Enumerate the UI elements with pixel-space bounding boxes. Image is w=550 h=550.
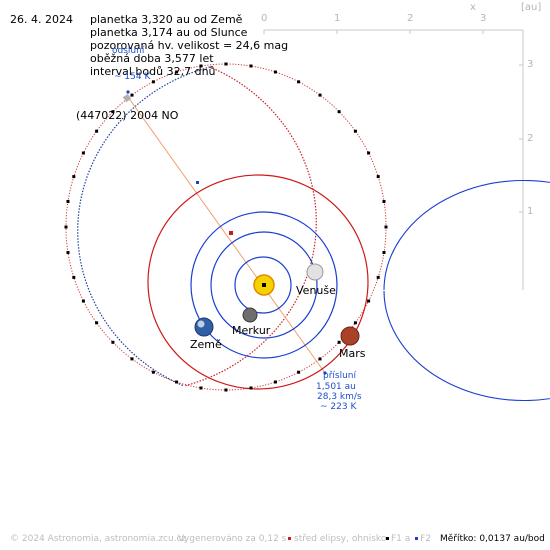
mercury-orbit: [234, 256, 292, 314]
focus2-marker-icon: [415, 537, 419, 540]
legend-center: střed elipsy, ohnisko: [288, 534, 386, 544]
orbit-point: [384, 225, 388, 229]
asteroid-orbit-near: [183, 66, 317, 387]
perihelion-temperature: ~ 223 K: [320, 402, 357, 412]
info-interval: interval bodů 32,7 dnů: [90, 65, 216, 78]
mars-label: Mars: [339, 347, 366, 360]
orbit-point: [249, 64, 253, 68]
focus1-marker-icon: [386, 537, 389, 540]
orbit-point: [353, 321, 357, 325]
mars-icon: [340, 326, 360, 346]
orbit-point: [376, 275, 380, 279]
orbit-point: [199, 386, 203, 390]
center-marker-icon: [288, 537, 291, 540]
x-axis-label: x: [470, 2, 476, 13]
earth-orbit: [190, 211, 338, 359]
orbit-point: [66, 251, 70, 254]
mars-orbit: [147, 174, 369, 390]
venus-orbit: [210, 231, 318, 339]
orbit-point: [224, 62, 228, 66]
venus-icon: [306, 263, 324, 281]
apsidal-line: [127, 96, 326, 374]
y-tick-2: 2: [527, 133, 534, 144]
orbit-interval-points: [64, 62, 388, 392]
info-distance-sun: planetka 3,174 au od Slunce: [90, 26, 248, 39]
asteroid-name: (447022) 2004 NO: [76, 109, 179, 122]
orbit-point: [273, 380, 277, 384]
legend-foci: F1 a F2: [386, 534, 431, 544]
info-distance-earth: planetka 3,320 au od Země: [90, 13, 243, 26]
focus-marker: [196, 181, 199, 184]
orbit-point: [367, 151, 371, 155]
perihelion-distance: 1,501 au: [316, 382, 356, 392]
orbit-point: [353, 129, 357, 133]
orbit-point: [318, 93, 322, 97]
outer-blue-orbit: [383, 180, 550, 401]
x-tick-1: 1: [334, 13, 341, 24]
ellipse-center-marker: [229, 231, 233, 235]
orbit-point: [95, 129, 99, 133]
mercury-label: Merkur: [232, 324, 271, 337]
aphelion-temperature: ~ 154 K: [114, 72, 151, 82]
orbit-point: [66, 200, 70, 203]
y-tick-3: 3: [527, 59, 534, 70]
x-tick-2: 2: [407, 13, 414, 24]
venus-label: Venuše: [296, 284, 336, 297]
asteroid-icon: [122, 93, 132, 103]
info-magnitude: pozorovaná hv. velikost = 24,6 mag: [90, 39, 289, 52]
scale-label: Měřítko: 0,0137 au/bod: [440, 534, 545, 544]
orbit-point: [175, 380, 179, 384]
orbit-point: [382, 251, 386, 254]
orbit-point: [249, 386, 253, 390]
perihelion-velocity: 28,3 km/s: [317, 392, 362, 402]
orbit-point: [111, 110, 115, 114]
orbit-point: [64, 225, 68, 229]
orbit-point: [72, 175, 76, 179]
orbit-point: [382, 200, 386, 203]
orbit-point: [81, 299, 85, 303]
orbit-point: [72, 275, 76, 279]
perihelion-label: přísluní: [323, 371, 357, 381]
generated-time: Vygenerováno za 0,12 s: [178, 534, 287, 544]
orbit-point: [376, 175, 380, 179]
orbit-point: [297, 370, 301, 374]
x-tick-3: 3: [480, 13, 487, 24]
info-period: oběžná doba 3,577 let: [90, 52, 214, 65]
orbit-point: [337, 110, 341, 114]
orbit-point: [81, 151, 85, 155]
axis-ticks: [263, 30, 523, 213]
orbit-point: [318, 357, 322, 361]
orbit-point: [297, 80, 301, 84]
orbit-point: [151, 80, 155, 84]
orbit-point: [224, 388, 228, 392]
orbit-point: [367, 299, 371, 303]
orbit-point: [151, 370, 155, 374]
y-tick-1: 1: [527, 206, 534, 217]
copyright-link[interactable]: © 2024 Astronomia, astronomia.zcu.cz: [10, 534, 187, 544]
orbit-point: [199, 64, 203, 68]
orbit-point: [273, 70, 277, 74]
mercury-icon: [242, 307, 258, 323]
orbit-point: [130, 357, 134, 361]
x-tick-0: 0: [261, 13, 268, 24]
earth-icon: [194, 317, 214, 337]
aphelion-label: odsluní: [112, 46, 145, 56]
orbit-point: [337, 340, 341, 344]
asteroid-orbit-far: [77, 66, 211, 387]
date-label: 26. 4. 2024: [10, 13, 73, 26]
orbit-point: [111, 340, 115, 344]
orbit-point: [175, 70, 179, 74]
orbit-point: [130, 93, 134, 97]
unit-label: [au]: [521, 2, 542, 13]
orbit-point: [95, 321, 99, 325]
earth-label: Země: [190, 338, 222, 351]
